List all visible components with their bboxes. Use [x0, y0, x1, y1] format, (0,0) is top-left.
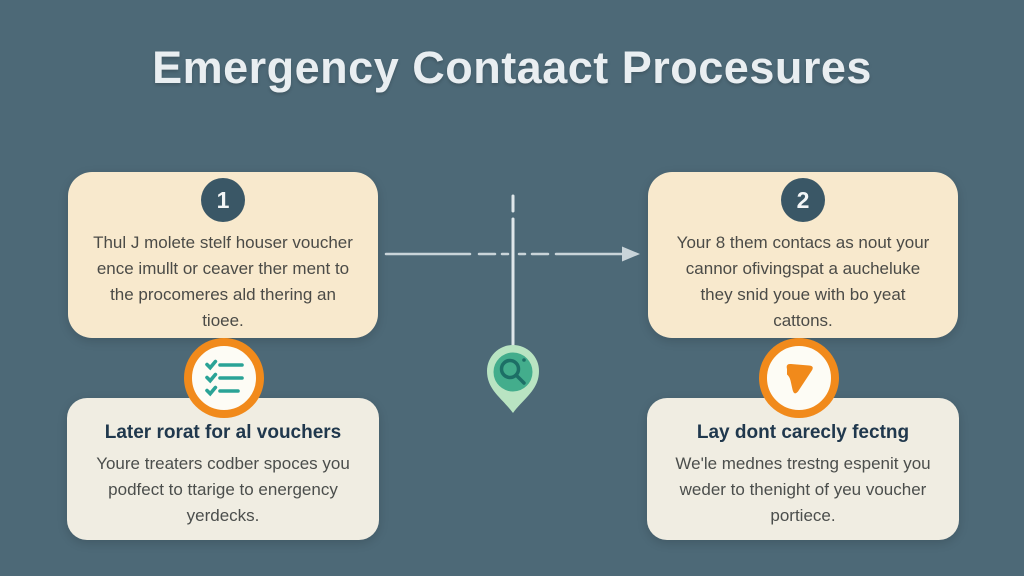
step-line: cattons. — [773, 311, 833, 330]
step-line: cannor ofivingspat a aucheluke — [685, 259, 921, 278]
note-heading: Later rorat for al vouchers — [104, 422, 342, 443]
note-line: yerdecks. — [186, 506, 260, 525]
step-card-2: 2 Your 8 them contacs as nout your canno… — [648, 172, 958, 338]
step-line: the procomeres ald thering an — [110, 285, 336, 304]
note-card-2: Lay dont carecly fectng We'le mednes tre… — [647, 398, 959, 540]
cursor-flag-glyph — [786, 363, 813, 394]
note-line: portiece. — [770, 506, 836, 525]
step-card-1: 1 Thul J molete stelf houser voucher enc… — [68, 172, 378, 338]
checklist-glyph — [205, 359, 244, 397]
note-line: podfect to ttarige to energency — [108, 480, 338, 499]
step-number-badge: 2 — [781, 178, 825, 222]
note-description: Youre treaters codber spoces you podfect… — [96, 451, 350, 529]
note-line: Youre treaters codber spoces you — [96, 454, 350, 473]
note-line: weder to thenight of yeu voucher — [679, 480, 927, 499]
note-card-1: Later rorat for al vouchers Youre treate… — [67, 398, 379, 540]
cursor-flag-icon — [759, 338, 839, 418]
step-line: tioee. — [202, 311, 244, 330]
step-description: Thul J molete stelf houser voucher ence … — [93, 230, 353, 334]
step-number-badge: 1 — [201, 178, 245, 222]
note-description: We'le mednes trestng espenit you weder t… — [675, 451, 930, 529]
step-line: ence imullt or ceaver ther ment to — [96, 259, 350, 278]
step-description: Your 8 them contacs as nout your cannor … — [677, 230, 930, 334]
step-line: Your 8 them contacs as nout your — [676, 233, 930, 252]
map-pin-search-icon — [487, 345, 539, 413]
arrowhead-icon — [622, 246, 640, 262]
step-line: they snid youe with bo yeat — [700, 285, 906, 304]
magnifier-icon — [499, 358, 521, 380]
step-line: Thul J molete stelf houser voucher — [93, 233, 353, 252]
note-line: We'le mednes trestng espenit you — [675, 454, 931, 473]
note-heading: Lay dont carecly fectng — [696, 422, 910, 443]
page-title: Emergency Contaact Procesures — [152, 42, 872, 93]
checklist-icon — [184, 338, 264, 418]
